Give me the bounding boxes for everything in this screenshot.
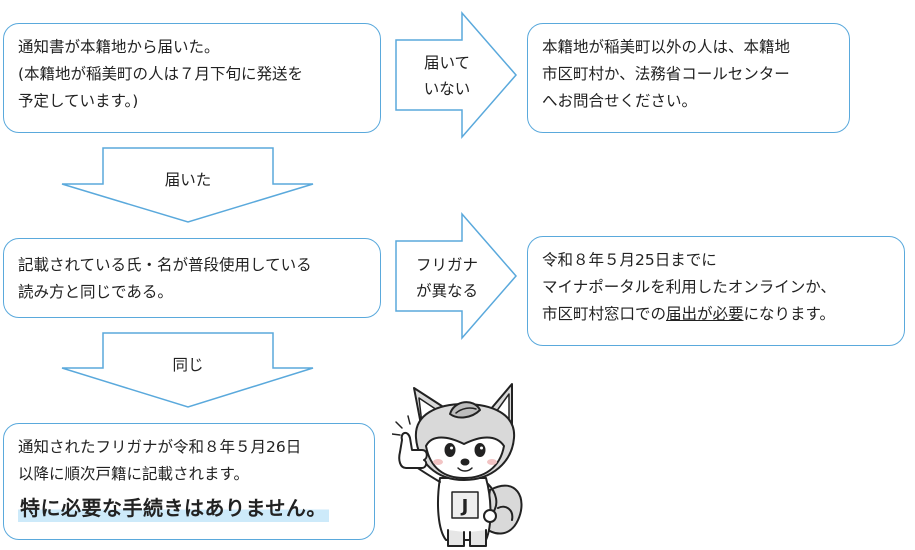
required-underlined-text: 届出が必要	[666, 305, 744, 323]
notification-required-box: 令和８年５月25日までに マイナポータルを利用したオンラインか、 市区町村窓口で…	[527, 236, 905, 346]
mascot-badge-letter: J	[460, 496, 469, 517]
notice-received-box: 通知書が本籍地から届いた。 (本籍地が稲美町の人は７月下旬に発送を 予定していま…	[3, 23, 381, 133]
arrow-different	[395, 211, 517, 341]
fox-mascot-icon: J	[392, 383, 523, 547]
required-line-3-pre: 市区町村窓口での	[542, 305, 667, 323]
arrow-not-received	[395, 10, 517, 140]
required-line-2: マイナポータルを利用したオンラインか、	[542, 278, 836, 296]
required-line-1: 令和８年５月25日までに	[542, 251, 717, 269]
reading-check-box: 記載されている氏・名が普段使用している 読み方と同じである。	[3, 238, 381, 318]
sparkle-icon	[392, 415, 411, 436]
arrow-same	[61, 332, 314, 408]
required-line-3-post: になります。	[743, 305, 835, 323]
arrow-label-received: 届いた	[164, 171, 212, 189]
no-action-box: 通知されたフリガナが令和８年５月26日 以降に順次戸籍に記載されます。 特に必要…	[3, 423, 375, 540]
no-procedure-emphasis: 特に必要な手続きはありません。	[18, 494, 329, 522]
arrow-received	[61, 147, 314, 223]
arrow-label-different: フリガナ が異なる	[415, 256, 478, 300]
contact-info-box: 本籍地が稲美町以外の人は、本籍地 市区町村か、法務省コールセンター へお問合せく…	[527, 23, 850, 133]
required-line-3: 市区町村窓口での届出が必要になります。	[542, 301, 890, 328]
arrow-label-not-received: 届いて いない	[423, 54, 471, 98]
same-result-text: 通知されたフリガナが令和８年５月26日 以降に順次戸籍に記載されます。	[18, 438, 302, 483]
arrow-label-same: 同じ	[172, 356, 204, 374]
